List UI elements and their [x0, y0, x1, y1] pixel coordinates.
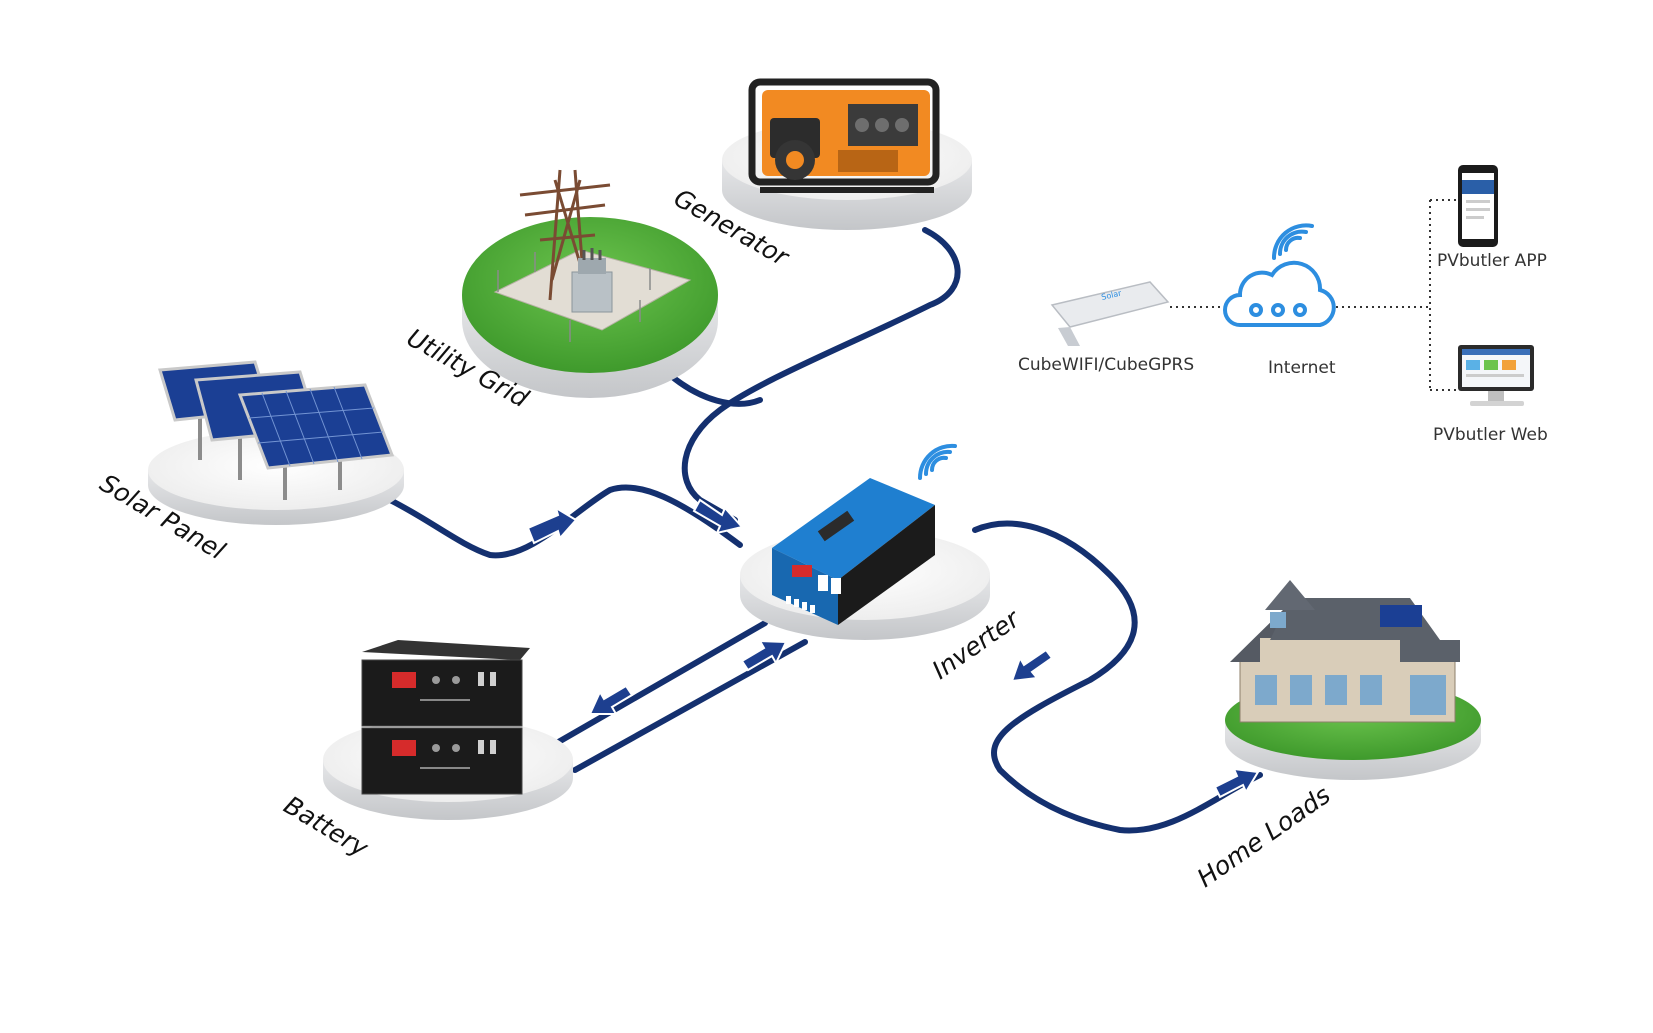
flow-arrows	[526, 498, 1260, 799]
generator-icon	[748, 78, 940, 193]
internet-label: Internet	[1268, 358, 1336, 378]
cube-wifi-label: CubeWIFI/CubeGPRS	[1018, 355, 1194, 375]
monitoring-links	[1170, 199, 1458, 391]
monitoring-section: Solar CubeWIFI/CubeGPRS Internet PVbutle…	[1018, 165, 1548, 445]
monitor-icon	[1458, 345, 1534, 406]
battery-module-icon	[361, 640, 530, 795]
pvbutler-app-label: PVbutler APP	[1437, 251, 1547, 271]
phone-icon	[1458, 165, 1498, 247]
fence	[497, 252, 651, 342]
arrow-home-loads	[1213, 767, 1260, 799]
home-loads-label: Home Loads	[1192, 780, 1336, 893]
arrow-battery-out	[740, 639, 788, 672]
inverter-to-battery-line	[545, 620, 768, 751]
inverter-icon	[772, 478, 935, 625]
house-icon	[1230, 580, 1460, 723]
battery-node: Battery	[279, 640, 573, 863]
transformer-icon	[571, 248, 613, 313]
battery-to-inverter-line	[572, 639, 808, 773]
solar-panel-node: Solar Panel	[95, 360, 404, 565]
home-loads-node: Home Loads	[1192, 580, 1481, 893]
utility-grid-line	[667, 372, 763, 407]
inverter-to-home-line	[972, 520, 1263, 834]
generator-node: Generator	[669, 78, 972, 273]
dongle-icon: Solar	[1050, 281, 1170, 346]
wifi-signal-icon	[917, 443, 957, 480]
cloud-icon	[1223, 260, 1336, 327]
solar-panel-icon	[158, 360, 395, 500]
arrow-battery-in	[588, 684, 634, 715]
arrow-generator	[692, 498, 744, 535]
arrow-solar	[526, 505, 578, 545]
cloud-wifi-signal-icon	[1271, 223, 1314, 260]
arrow-home-in	[1010, 648, 1054, 683]
pvbutler-web-label: PVbutler Web	[1433, 425, 1548, 445]
generator-to-inverter-line	[681, 227, 961, 523]
